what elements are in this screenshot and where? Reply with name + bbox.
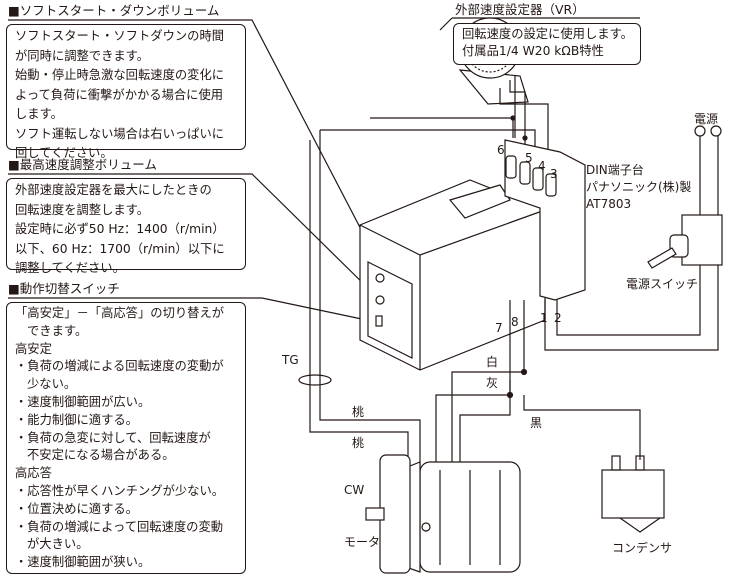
text-line: ・速度制御範囲が狭い。 [15, 555, 151, 570]
power-terminal-icon [694, 125, 706, 137]
text-line: 少ない。 [27, 377, 77, 392]
text-line: 設定時に必ず50 Hz：1400（r/min） [15, 222, 225, 236]
text-line: ・応答性が早くハンチングが少ない。 [15, 483, 225, 498]
power-switch-label: 電源スイッチ [626, 277, 698, 291]
wire-label-gray: 灰 [486, 376, 498, 390]
text-line: 回転速度の設定に使用します。 [462, 27, 633, 41]
text-line: ・負荷の急変に対して、回転速度が [15, 430, 211, 445]
din-line-1: DIN端子台 [586, 162, 644, 177]
motor-cw-label: CW [344, 483, 364, 497]
text-line: ・負荷の増減によって回転速度の変動 [15, 519, 224, 534]
din-terminal-block [504, 139, 586, 301]
din-line-3: AT7803 [586, 197, 631, 211]
text-line: 不安定になる場合がある。 [27, 448, 175, 463]
text-line: が同時に調整できます。 [15, 48, 150, 63]
text-line: ・能力制御に適する。 [15, 412, 138, 427]
motor-icon [365, 454, 521, 574]
text-line: 高応答 [15, 466, 52, 481]
capacitor-icon [601, 455, 665, 533]
text-line: します。 [15, 107, 63, 121]
vr-box: 回転速度の設定に使用します。 付属品1/4 W20 kΩB特性 [453, 23, 641, 65]
terminal-6: 6 [497, 143, 505, 157]
terminal-4: 4 [538, 159, 546, 173]
capacitor-label: コンデンサ [612, 540, 672, 555]
max-speed-box: 外部速度設定器を最大にしたときの 回転速度を調整します。 設定時に必ず50 Hz… [6, 178, 246, 275]
max-speed-title: ■最高速度調整ボリューム [8, 157, 157, 172]
text-line: 「高安定」－「高応答」の切り替えが [15, 306, 225, 320]
wire-label-black: 黒 [530, 416, 542, 430]
terminal-3: 3 [550, 167, 558, 181]
text-line: ・速度制御範囲が広い。 [15, 394, 151, 409]
mode-switch-box: 「高安定」－「高応答」の切り替えが できます。 高安定 ・負荷の増減による回転速… [6, 302, 246, 574]
leader-mode-switch [8, 297, 377, 323]
text-line: が大きい。 [27, 537, 89, 552]
power-switch-icon [647, 214, 723, 269]
text-line: 回してください。 [15, 146, 113, 160]
wire-label-tg: TG [281, 353, 299, 367]
leader-max-speed [8, 173, 377, 297]
terminal-2: 2 [554, 311, 562, 325]
terminal-8: 8 [511, 315, 519, 329]
text-line: ・負荷の増減による回転速度の変動が [15, 359, 224, 374]
text-line: ・位置決めに適する。 [15, 501, 138, 516]
text-line: 調整してください。 [15, 261, 125, 275]
vr-title: 外部速度設定器（VR） [455, 2, 585, 17]
tg-clamp-icon [298, 374, 332, 386]
soft-start-box: ソフトスタート・ソフトダウンの時間 が同時に調整できます。 始動・停止時急激な回… [6, 24, 246, 160]
text-line: 外部速度設定器を最大にしたときの [15, 183, 212, 197]
power-label: 電源 [694, 112, 718, 126]
speed-controller [359, 179, 546, 371]
wire-label-white: 白 [486, 354, 498, 369]
text-line: 始動・停止時急激な回転速度の変化に [15, 68, 225, 82]
terminal-7: 7 [495, 321, 503, 335]
wire-label-pink-2: 桃 [352, 435, 364, 450]
text-line: 付属品1/4 W20 kΩB特性 [462, 44, 604, 58]
terminal-5: 5 [525, 151, 533, 165]
wire-label-pink-1: 桃 [352, 404, 364, 419]
text-line: できます。 [27, 323, 88, 338]
text-line: 以下、60 Hz：1700（r/min）以下に [15, 241, 225, 256]
power-terminal-icon [710, 125, 722, 137]
leader-soft-start [8, 19, 379, 263]
mode-switch-title: ■動作切替スイッチ [8, 281, 120, 296]
text-line: 回転速度を調整します。 [15, 202, 150, 217]
motor-label: モータ [344, 535, 380, 549]
terminal-1: 1 [540, 311, 548, 325]
text-line: 高安定 [15, 341, 52, 356]
text-line: よって負荷に衝撃がかかる場合に使用 [15, 87, 224, 102]
din-line-2: パナソニック(株)製 [586, 179, 691, 194]
text-line: ソフトスタート・ソフトダウンの時間 [15, 29, 225, 43]
soft-start-title: ■ソフトスタート・ダウンボリューム [8, 3, 220, 18]
text-line: ソフト運転しない場合は右いっぱいに [15, 126, 225, 141]
